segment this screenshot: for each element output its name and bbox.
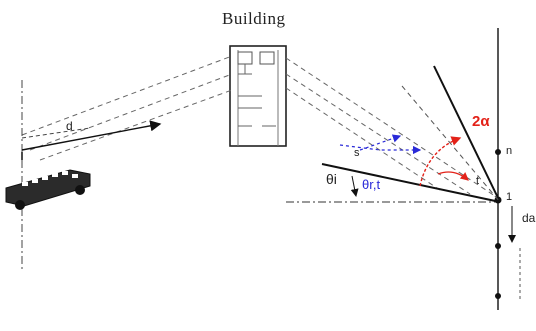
incident-rays — [21, 55, 233, 161]
spacing-label: da — [522, 211, 536, 225]
blue-ray-2 — [359, 134, 402, 151]
blue-ray — [339, 144, 422, 155]
alpha-arc — [419, 136, 462, 187]
theta-arc — [350, 175, 359, 197]
surface-line — [321, 163, 501, 203]
two-alpha-label: 2α — [472, 113, 490, 130]
building-label: Building — [222, 9, 286, 28]
reflected-rays — [285, 57, 499, 199]
s-label: s — [354, 147, 360, 159]
alpha-arc-2 — [437, 171, 469, 181]
theta-r-label: θr,t — [362, 177, 381, 192]
t-label: t — [476, 175, 480, 187]
vehicle-icon — [5, 120, 162, 210]
building-icon — [229, 45, 287, 147]
n-label: n — [506, 145, 513, 157]
theta-i-label: θi — [326, 171, 337, 187]
d-label: d — [66, 119, 73, 133]
beam-edge-line — [433, 65, 501, 203]
one-label: 1 — [506, 191, 513, 203]
